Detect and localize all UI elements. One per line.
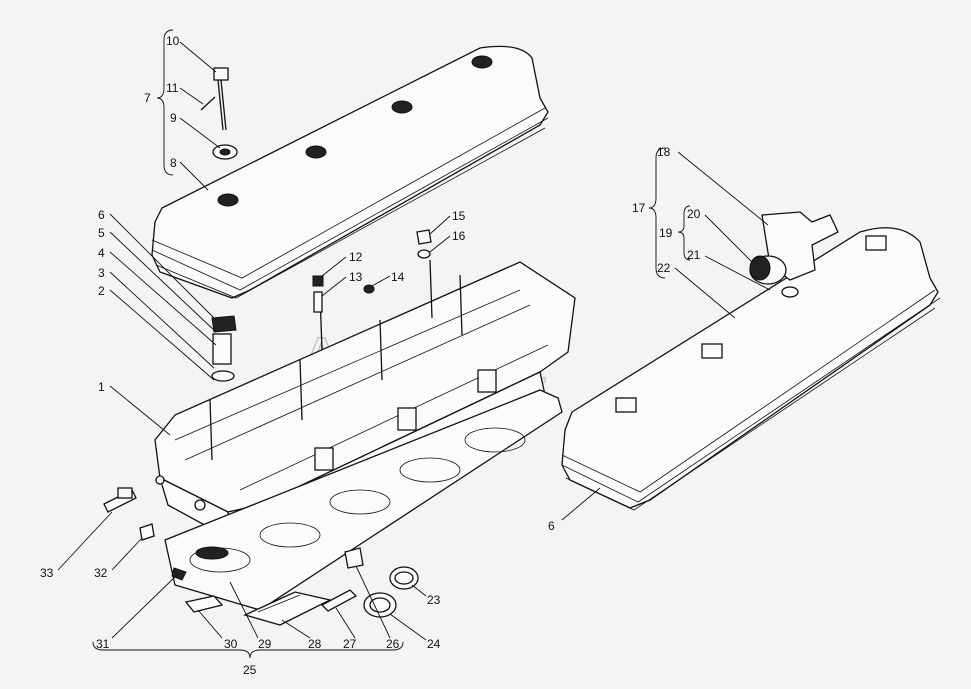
label-20: 20	[687, 207, 701, 221]
label-10: 10	[166, 34, 180, 48]
label-14: 14	[391, 270, 405, 284]
label-21: 21	[687, 248, 701, 262]
label-31: 31	[96, 637, 110, 651]
valve-cover-left	[151, 45, 549, 299]
label-26: 26	[386, 637, 400, 651]
label-8: 8	[170, 156, 177, 170]
label-28: 28	[308, 637, 322, 651]
label-1: 1	[98, 380, 105, 394]
label-29: 29	[258, 637, 272, 651]
leader-lines	[57, 29, 771, 659]
label-23: 23	[427, 593, 441, 607]
valve-cover-right	[561, 227, 941, 511]
label-16: 16	[452, 229, 466, 243]
label-2: 2	[98, 284, 105, 298]
label-12: 12	[349, 250, 363, 264]
label-11: 11	[166, 81, 179, 95]
bolt-and-nut	[103, 487, 155, 541]
label-33: 33	[40, 566, 54, 580]
valve-parts-stack	[211, 315, 237, 382]
callout-labels: 10 11 7 9 8 6 5 4 3 2 1 12 13 14 15 16 1…	[40, 34, 701, 677]
label-24: 24	[427, 637, 441, 651]
label-22: 22	[657, 261, 671, 275]
label-6-left: 6	[98, 208, 105, 222]
label-3: 3	[98, 266, 105, 280]
label-19: 19	[659, 226, 673, 240]
label-32: 32	[94, 566, 108, 580]
small-gaskets	[171, 547, 419, 626]
label-27: 27	[343, 637, 357, 651]
label-13: 13	[349, 270, 363, 284]
small-nuts-12-16	[312, 229, 432, 313]
thermostat-housing	[749, 211, 839, 298]
label-7: 7	[144, 91, 151, 105]
label-18: 18	[657, 145, 671, 159]
label-4: 4	[98, 246, 105, 260]
head-gasket	[164, 389, 563, 611]
label-17: 17	[632, 201, 646, 215]
label-25: 25	[243, 663, 257, 677]
label-6-right: 6	[548, 519, 555, 533]
label-5: 5	[98, 226, 105, 240]
label-30: 30	[224, 637, 238, 651]
label-15: 15	[452, 209, 466, 223]
cover-bolt-assembly	[200, 67, 238, 160]
label-9: 9	[170, 111, 177, 125]
